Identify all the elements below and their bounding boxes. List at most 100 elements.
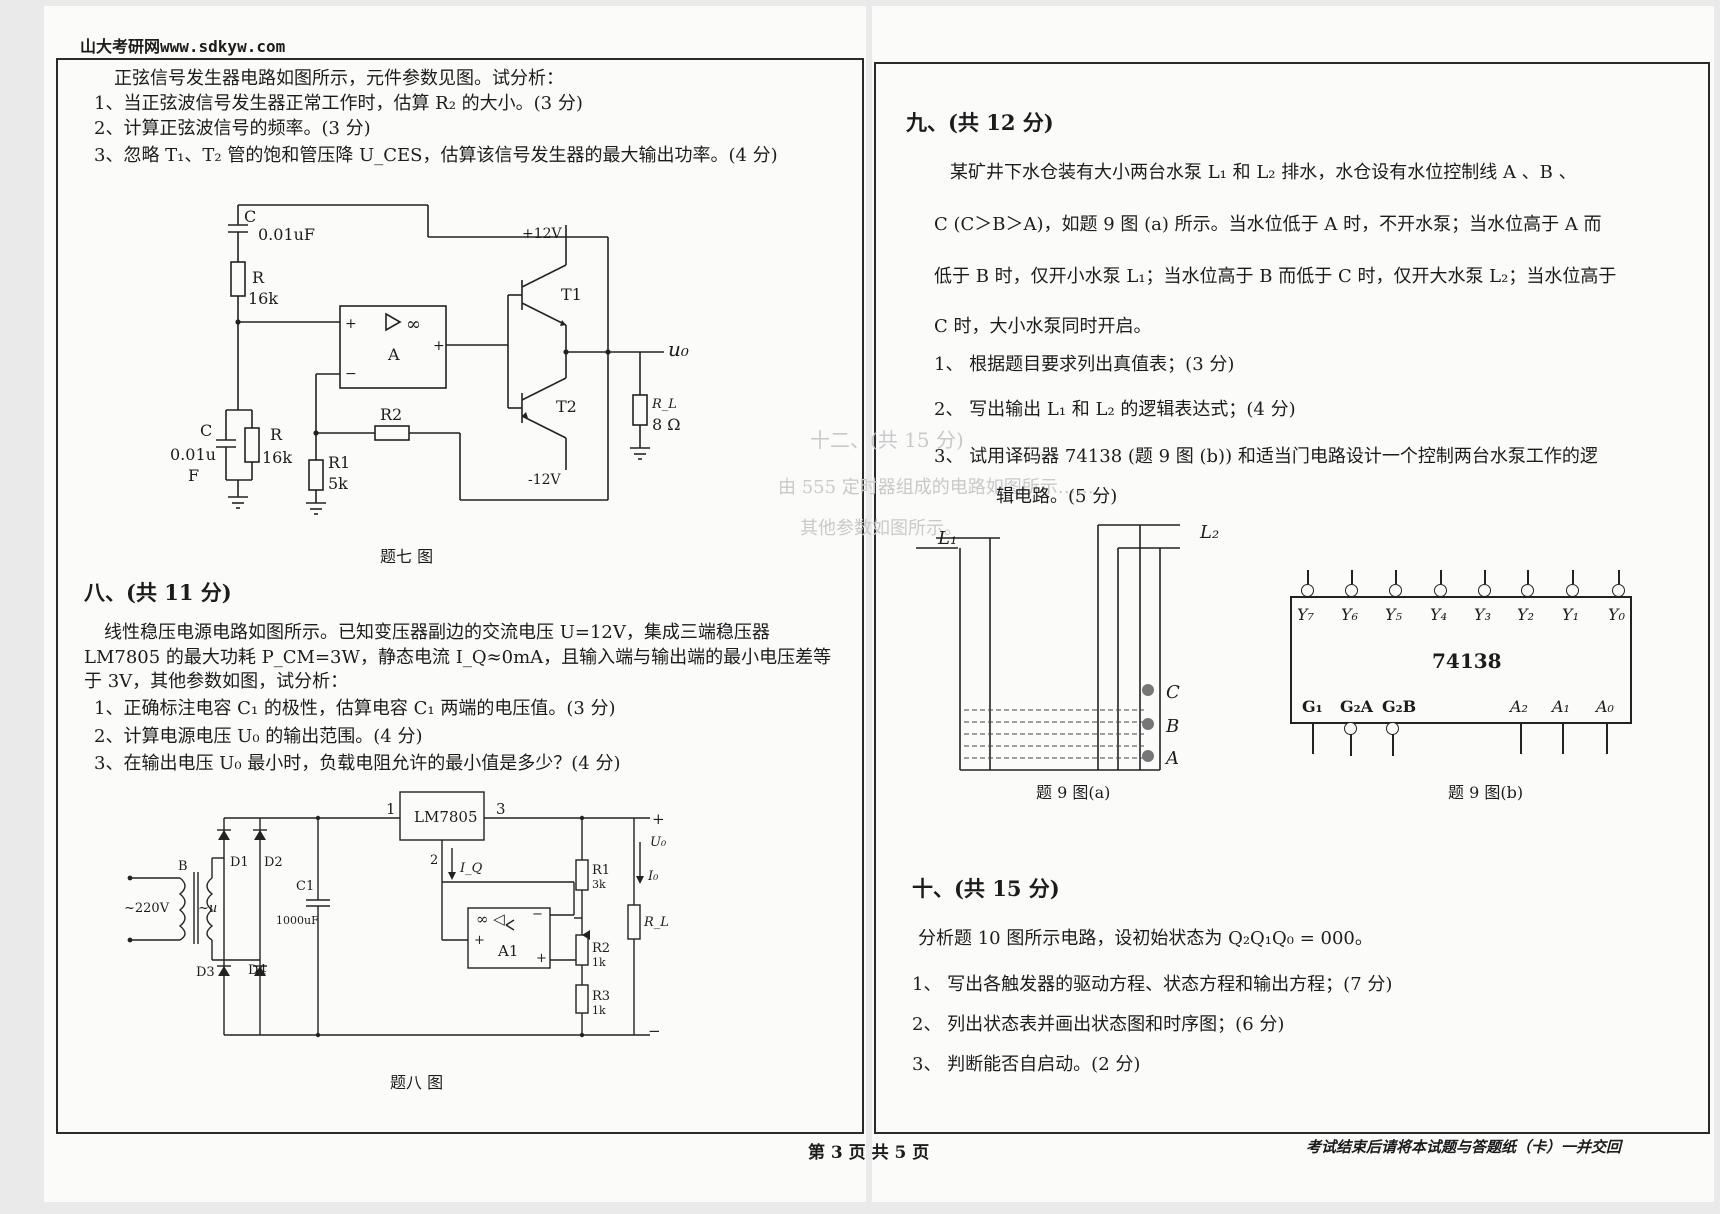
q9-item-1: 1、 根据题目要求列出真值表；(3 分) [934,354,1235,375]
q7-lbl-rbot-val: 16k [262,448,292,467]
decoder-input-label: A₂ [1510,697,1528,716]
inversion-bubble [1612,584,1625,597]
decoder-output-pin [1395,570,1397,584]
q7-caption: 题七 图 [380,547,434,566]
q8-lbl-pin3: 3 [496,800,506,818]
q7-lbl-rl-val: 8 Ω [652,415,681,434]
q8-lbl-iq: I_Q [459,861,483,876]
q7-lbl-rtop-val: 16k [248,289,278,308]
q8-lbl-uo: U₀ [650,835,667,850]
decoder-input-label: G₂B [1382,697,1417,716]
q8-lbl-u: ~u [198,901,217,916]
decoder-output-label: Y₅ [1385,605,1402,624]
bleed-text-b: 由 555 定时器组成的电路如图所示…… [778,477,1094,498]
q9a-lbl-l1: L₁ [937,528,957,549]
right-sheet [872,6,1714,1202]
q9-intro-4: C 时，大小水泵同时开启。 [934,316,1152,337]
decoder-output-pin [1440,570,1442,584]
q9a-lbl-b: B [1165,716,1179,737]
decoder-output-label: Y₇ [1297,605,1314,624]
q7-lbl-out: u₀ [668,337,689,361]
q8-lbl-pin2: 2 [430,853,438,868]
q10-intro: 分析题 10 图所示电路，设初始状态为 Q₂Q₁Q₀ = 000。 [918,928,1373,949]
q7-intro: 正弦信号发生器电路如图所示，元件参数见图。试分析： [114,68,564,89]
q9a-lbl-a: A [1164,748,1179,769]
q7-lbl-vee: -12V [528,472,562,488]
q8-lbl-rl: R_L [643,915,669,930]
decoder-input-pin [1350,734,1352,756]
q8-item-2: 2、计算电源电压 U₀ 的输出范围。(4 分) [94,726,423,747]
q8-intro-2: LM7805 的最大功耗 P_CM=3W，静态电流 I_Q≈0mA，且输入端与输… [84,647,832,668]
q8-title: 八、(共 11 分) [84,580,232,605]
decoder-input-label: A₁ [1552,697,1570,716]
q10-item-1: 1、 写出各触发器的驱动方程、状态方程和输出方程；(7 分) [912,974,1393,995]
decoder-input-pin [1606,722,1608,754]
q8-lbl-c1: C1 [296,879,314,894]
left-sheet [44,6,866,1202]
q8-lbl-ac: ~220V [124,901,170,916]
q9-item-2: 2、 写出输出 L₁ 和 L₂ 的逻辑表达式；(4 分) [934,399,1296,420]
decoder-output-pin [1618,570,1620,584]
q7-lbl-cbot: C [200,421,212,440]
decoder-input-pin [1520,722,1522,754]
decoder-output-label: Y₀ [1608,605,1625,624]
q7-lbl-ctop-val: 0.01uF [258,225,315,244]
q7-lbl-t1: T1 [561,285,582,304]
q8-caption: 题八 图 [390,1073,444,1092]
q9-title: 九、(共 12 分) [906,110,1054,135]
q7-lbl-inf: ∞ [406,314,421,335]
q7-item-3: 3、忽略 T₁、T₂ 管的饱和管压降 U_CES，估算该信号发生器的最大输出功率… [94,145,778,166]
decoder-output-label: Y₁ [1562,605,1579,624]
decoder-input-pin [1312,722,1314,754]
q8-lbl-opamp: ∞ ◁ [476,910,505,928]
q8-lbl-r1-val: 3k [592,878,606,891]
decoder-output-pin [1307,570,1309,584]
inversion-bubble [1389,584,1402,597]
decoder-output-label: Y₃ [1474,605,1491,624]
q8-lbl-plus: + [474,933,485,948]
q8-lbl-reg: LM7805 [414,808,478,826]
q7-lbl-outplus: + [433,338,445,354]
q9-intro-1: 某矿井下水仓装有大小两台水泵 L₁ 和 L₂ 排水，水仓设有水位控制线 A 、B… [950,162,1577,183]
decoder-input-label: G₂A [1340,697,1374,716]
q7-lbl-opamp: A [387,345,400,364]
q10-item-2: 2、 列出状态表并画出状态图和时序图；(6 分) [912,1014,1285,1035]
q7-item-1: 1、当正弦波信号发生器正常工作时，估算 R₂ 的大小。(3 分) [94,93,583,114]
q10-item-3: 3、 判断能否自启动。(2 分) [912,1054,1141,1075]
inversion-bubble [1434,584,1447,597]
inversion-bubble [1344,722,1357,735]
decoder-output-pin [1572,570,1574,584]
q7-lbl-minus: − [345,366,357,382]
q8-lbl-vplus: + [652,810,665,828]
q8-lbl-d2: D2 [264,855,283,870]
q9-item-3: 3、 试用译码器 74138 (题 9 图 (b)) 和适当门电路设计一个控制两… [934,446,1598,467]
q7-lbl-ctop: C [244,207,256,226]
q8-lbl-d4: D4 [248,963,267,978]
page-number: 第 3 页 共 5 页 [808,1143,930,1163]
q7-lbl-vcc: +12V [522,226,563,242]
decoder-output-pin [1351,570,1353,584]
q8-lbl-d3: D3 [196,965,215,980]
q9a-lbl-l2: L₂ [1199,522,1219,543]
q9-intro-3: 低于 B 时，仅开小水泵 L₁；当水位高于 B 而低于 C 时，仅开大水泵 L₂… [934,266,1617,287]
inversion-bubble [1301,584,1314,597]
right-frame [874,62,1710,1134]
q8-lbl-pin1: 1 [386,800,396,818]
q9a-lbl-c: C [1166,682,1180,703]
q8-lbl-vminus: − [648,1022,661,1040]
decoder-input-label: G₁ [1302,697,1323,716]
q8-intro-3: 于 3V，其他参数如图，试分析： [84,671,349,692]
q9-intro-2: C (C＞B＞A)，如题 9 图 (a) 所示。当水位低于 A 时，不开水泵；当… [934,214,1602,235]
decoder-chip [1290,596,1632,724]
q8-lbl-r2-val: 1k [592,956,606,969]
q8-lbl-b: B [178,859,188,874]
q8-lbl-r3-val: 1k [592,1004,606,1017]
q9b-caption: 题 9 图(b) [1448,783,1524,802]
q8-lbl-r2: R2 [592,941,610,956]
footer-note: 考试结束后请将本试题与答题纸（卡）一并交回 [1306,1138,1622,1156]
decoder-label: 74138 [1432,649,1502,673]
q9-item-3b: 辑电路。(5 分) [996,486,1118,507]
